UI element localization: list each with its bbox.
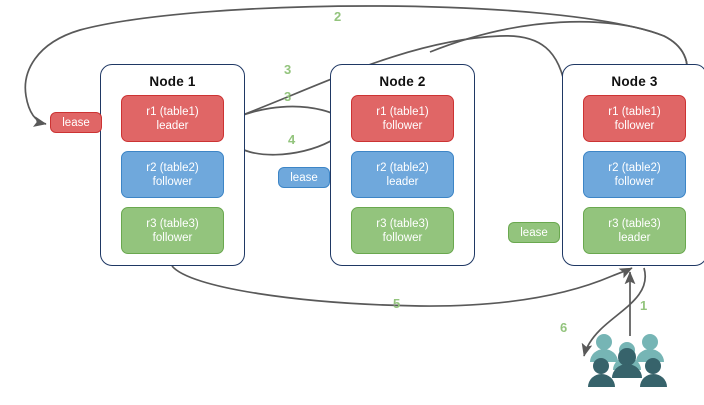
lease-label: lease	[290, 171, 318, 184]
replica-r2[interactable]: r2 (table2) follower	[121, 151, 224, 198]
replica-name: r2 (table2)	[376, 161, 429, 174]
replica-name: r1 (table1)	[146, 105, 199, 118]
replica-role: follower	[382, 231, 423, 244]
lease-label: lease	[62, 116, 90, 129]
replica-role: follower	[152, 175, 193, 188]
edge-label-4: 4	[288, 132, 296, 147]
replica-role: follower	[152, 231, 193, 244]
replica-r3[interactable]: r3 (table3) follower	[351, 207, 454, 254]
edge-6-node3-to-client	[581, 267, 647, 357]
node-node1[interactable]: Node 1 r1 (table1) leader r2 (table2) fo…	[100, 64, 245, 266]
node-node3[interactable]: Node 3 r1 (table1) follower r2 (table2) …	[562, 64, 704, 266]
replica-role: follower	[382, 119, 423, 132]
edge-label-2: 2	[334, 9, 342, 24]
replica-role: leader	[386, 175, 419, 188]
edge-2-lease-transfer	[24, 5, 688, 127]
node-title: Node 3	[611, 74, 658, 89]
replica-name: r2 (table2)	[608, 161, 661, 174]
replica-name: r3 (table3)	[608, 217, 661, 230]
edge-label-5: 5	[393, 296, 401, 311]
replica-r3[interactable]: r3 (table3) leader	[583, 207, 686, 254]
replica-role: leader	[156, 119, 189, 132]
replica-name: r2 (table2)	[146, 161, 199, 174]
lease-badge-blue[interactable]: lease	[278, 167, 330, 188]
replica-name: r1 (table1)	[376, 105, 429, 118]
edge-label-3a: 3	[284, 62, 292, 77]
edge-label-3b: 3	[284, 89, 292, 104]
replica-role: follower	[614, 175, 655, 188]
replica-r2[interactable]: r2 (table2) follower	[583, 151, 686, 198]
replica-name: r3 (table3)	[376, 217, 429, 230]
edge-5-node1-to-node3	[171, 265, 633, 307]
replica-role: leader	[618, 231, 651, 244]
replica-r2[interactable]: r2 (table2) leader	[351, 151, 454, 198]
edge-label-1: 1	[640, 298, 648, 313]
replica-r3[interactable]: r3 (table3) follower	[121, 207, 224, 254]
replica-r1[interactable]: r1 (table1) follower	[351, 95, 454, 142]
replica-r1[interactable]: r1 (table1) follower	[583, 95, 686, 142]
node-node2[interactable]: Node 2 r1 (table1) follower r2 (table2) …	[330, 64, 475, 266]
lease-label: lease	[520, 226, 548, 239]
replica-name: r3 (table3)	[146, 217, 199, 230]
node-title: Node 1	[149, 74, 196, 89]
replica-r1[interactable]: r1 (table1) leader	[121, 95, 224, 142]
replica-name: r1 (table1)	[608, 105, 661, 118]
edge-label-6: 6	[560, 320, 568, 335]
lease-badge-red[interactable]: lease	[50, 112, 102, 133]
lease-badge-green[interactable]: lease	[508, 222, 560, 243]
replica-role: follower	[614, 119, 655, 132]
users-icon	[588, 334, 667, 387]
node-title: Node 2	[379, 74, 426, 89]
